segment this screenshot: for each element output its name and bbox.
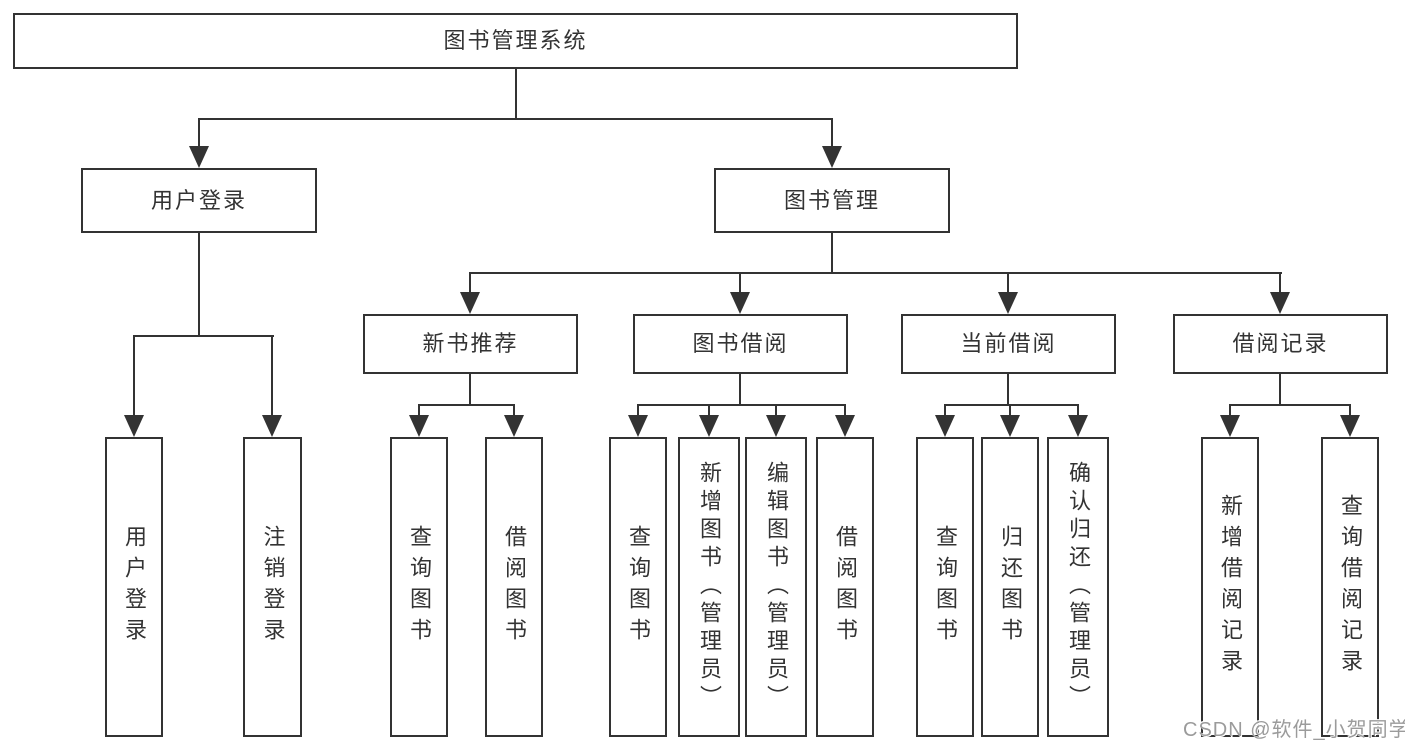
node-book-management-module: 图书管理: [714, 168, 950, 233]
connector-stem: [1279, 272, 1281, 292]
arrow-down-icon: [1340, 415, 1360, 437]
arrow-down-icon: [409, 415, 429, 437]
leaf-logout-login: 注销登录: [243, 437, 302, 737]
node-current-borrowing-label: 当前借阅: [960, 331, 1057, 356]
arrow-down-icon: [822, 146, 842, 168]
connector-stem: [944, 404, 946, 415]
arrow-down-icon: [699, 415, 719, 437]
leaf-query-books-current: 查询图书: [916, 437, 974, 737]
connector-vline: [1007, 374, 1009, 404]
leaf-edit-books-admin-label: 编辑图书（管理员）: [764, 461, 789, 713]
leaf-return-books: 归还图书: [981, 437, 1039, 737]
connector-hline: [944, 404, 1079, 406]
connector-stem: [1229, 404, 1231, 415]
node-user-login-module: 用户登录: [81, 168, 317, 233]
leaf-query-books-recommend: 查询图书: [390, 437, 448, 737]
node-borrowing-records-label: 借阅记录: [1232, 331, 1329, 356]
leaf-query-books-borrowing: 查询图书: [609, 437, 667, 737]
leaf-query-books-borrowing-label: 查询图书: [626, 525, 651, 649]
arrow-down-icon: [189, 146, 209, 168]
leaf-add-books-admin-label: 新增图书（管理员）: [697, 461, 722, 713]
connector-stem: [1009, 404, 1011, 415]
arrow-down-icon: [998, 292, 1018, 314]
connector-hline: [1229, 404, 1351, 406]
connector-stem: [1007, 272, 1009, 292]
leaf-user-login-label: 用户登录: [122, 525, 147, 649]
node-root-label: 图书管理系统: [443, 28, 588, 53]
arrow-down-icon: [1000, 415, 1020, 437]
leaf-query-borrow-record-label: 查询借阅记录: [1338, 494, 1363, 680]
arrow-down-icon: [766, 415, 786, 437]
node-user-login-module-label: 用户登录: [150, 187, 247, 213]
arrow-down-icon: [504, 415, 524, 437]
arrow-down-icon: [262, 415, 282, 437]
leaf-add-books-admin: 新增图书（管理员）: [678, 437, 740, 737]
connector-stem: [831, 118, 833, 148]
arrow-down-icon: [1068, 415, 1088, 437]
arrow-down-icon: [628, 415, 648, 437]
connector-hline: [637, 404, 846, 406]
leaf-borrow-books-recommend: 借阅图书: [485, 437, 543, 737]
connector-vline: [198, 233, 200, 335]
connector-stem: [739, 272, 741, 292]
connector-stem: [775, 404, 777, 415]
connector-vline: [515, 69, 517, 118]
connector-stem: [844, 404, 846, 415]
node-book-borrowing-label: 图书借阅: [692, 331, 789, 356]
node-root: 图书管理系统: [13, 13, 1018, 69]
connector-hline: [198, 118, 833, 120]
arrow-down-icon: [1270, 292, 1290, 314]
leaf-user-login: 用户登录: [105, 437, 163, 737]
arrow-down-icon: [124, 415, 144, 437]
node-new-book-recommendation: 新书推荐: [363, 314, 578, 374]
connector-hline: [469, 272, 1282, 274]
leaf-borrow-books-borrowing-label: 借阅图书: [833, 525, 858, 649]
leaf-logout-login-label: 注销登录: [260, 525, 286, 649]
connector-vline: [739, 374, 741, 404]
leaf-borrow-books-recommend-label: 借阅图书: [502, 525, 527, 649]
connector-stem: [708, 404, 710, 415]
leaf-borrow-books-borrowing: 借阅图书: [816, 437, 874, 737]
leaf-confirm-return-admin: 确认归还（管理员）: [1047, 437, 1109, 737]
leaf-add-borrow-record-label: 新增借阅记录: [1218, 494, 1243, 680]
node-book-management-module-label: 图书管理: [783, 187, 880, 213]
connector-vline: [469, 374, 471, 404]
connector-stem: [637, 404, 639, 415]
connector-vline: [1279, 374, 1281, 404]
arrow-down-icon: [730, 292, 750, 314]
leaf-confirm-return-admin-label: 确认归还（管理员）: [1066, 461, 1091, 713]
connector-stem: [198, 118, 200, 148]
leaf-query-books-current-label: 查询图书: [933, 525, 958, 649]
leaf-edit-books-admin: 编辑图书（管理员）: [745, 437, 807, 737]
connector-stem: [133, 335, 135, 415]
leaf-add-borrow-record: 新增借阅记录: [1201, 437, 1259, 737]
arrow-down-icon: [1220, 415, 1240, 437]
connector-hline: [133, 335, 274, 337]
node-current-borrowing: 当前借阅: [901, 314, 1116, 374]
arrow-down-icon: [935, 415, 955, 437]
arrow-down-icon: [835, 415, 855, 437]
node-borrowing-records: 借阅记录: [1173, 314, 1388, 374]
connector-stem: [1077, 404, 1079, 415]
connector-stem: [1349, 404, 1351, 415]
leaf-query-borrow-record: 查询借阅记录: [1321, 437, 1379, 737]
node-book-borrowing: 图书借阅: [633, 314, 848, 374]
connector-stem: [469, 272, 471, 292]
leaf-return-books-label: 归还图书: [998, 525, 1023, 649]
connector-stem: [271, 335, 273, 415]
arrow-down-icon: [460, 292, 480, 314]
connector-hline: [418, 404, 515, 406]
connector-stem: [418, 404, 420, 415]
watermark-text: CSDN @软件_小贺同学: [1183, 719, 1405, 741]
leaf-query-books-recommend-label: 查询图书: [407, 525, 432, 649]
node-new-book-recommendation-label: 新书推荐: [422, 331, 519, 356]
connector-stem: [513, 404, 515, 415]
connector-vline: [831, 233, 833, 272]
